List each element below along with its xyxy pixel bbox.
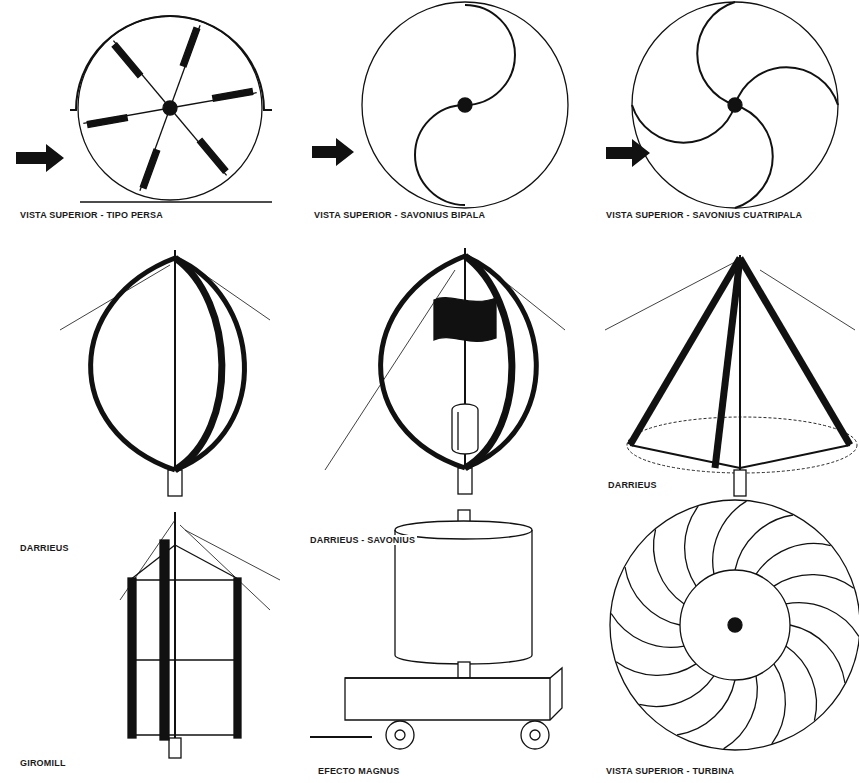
blade [165,24,201,109]
turbine-blade [677,680,735,735]
turbine-blade [790,625,845,683]
blade [160,540,169,740]
ground-line [80,201,272,203]
hub [728,98,742,112]
blade [91,258,175,470]
base [168,470,182,496]
inner-ring [680,570,790,680]
darrieus-delta-rotor [605,255,857,496]
hub [728,618,742,632]
shaft [458,662,470,678]
blade [169,88,257,109]
arm [740,445,850,468]
turbine-blade [786,583,859,658]
blade [139,108,175,193]
turbine-blade [693,501,768,574]
turbine-blade [625,567,680,625]
base [458,468,472,494]
base [169,738,181,758]
mast [174,512,176,755]
wind-arrow [312,138,354,166]
arm [130,579,240,580]
magnus-cart [310,510,562,749]
figure-caption: DARRIEUS [606,480,659,490]
blade [740,258,850,445]
figure-caption: EFECTO MAGNUS [316,766,401,776]
savonius-rotor [452,404,478,454]
figure-caption: VISTA SUPERIOR - TURBINA [604,766,736,776]
wind-arrow [606,139,650,167]
wind-arrow [16,144,64,172]
turbine-rotor [610,500,859,750]
blade [128,578,136,738]
mast [174,250,176,490]
wheel [521,721,549,749]
blade [83,107,171,128]
figure-caption: DARRIEUS [18,543,71,553]
blade [715,258,740,468]
rotor-circle [632,2,838,208]
figure-caption: VISTA SUPERIOR - SAVONIUS BIPALA [312,210,487,220]
rotor-circle [78,16,262,200]
figure-caption: VISTA SUPERIOR - TIPO PERSA [18,210,165,220]
wheel [386,721,414,749]
savonius-blade [457,412,458,450]
base [734,470,746,496]
guy-wire [185,530,280,580]
blades [415,5,515,205]
darrieus-savonius-rotor [325,248,565,494]
turbine-blade [735,515,793,570]
arm [630,445,740,468]
hub [458,98,472,112]
blade [169,105,230,176]
savonius-four-blade [606,2,838,208]
cover [70,16,272,110]
blades [611,501,859,749]
arm [130,734,240,735]
wheel-hub [530,730,540,740]
figure-caption: VISTA SUPERIOR - SAVONIUS CUATRIPALA [604,210,804,220]
persian-rotor [16,16,272,202]
flag [434,298,496,342]
savonius-two-blade [312,2,568,208]
giromill-rotor [120,512,280,758]
figure-caption: GIROMILL [18,758,68,768]
darrieus-rotor [60,250,270,496]
turbine-blade [702,676,777,749]
blade [175,258,244,470]
turbine-blade [611,592,684,667]
cart-body [345,668,562,720]
figure-caption: DARRIEUS - SAVONIUS [308,535,417,545]
rotation-circle [627,417,857,473]
rotor-circle [362,2,568,208]
blade [175,258,222,470]
blade [234,578,241,738]
blades [632,2,838,208]
outer-ring [610,500,859,750]
wheel-hub [395,730,405,740]
ground-line [310,736,372,738]
blade [110,40,171,111]
strut [175,545,240,580]
arm [130,659,240,660]
